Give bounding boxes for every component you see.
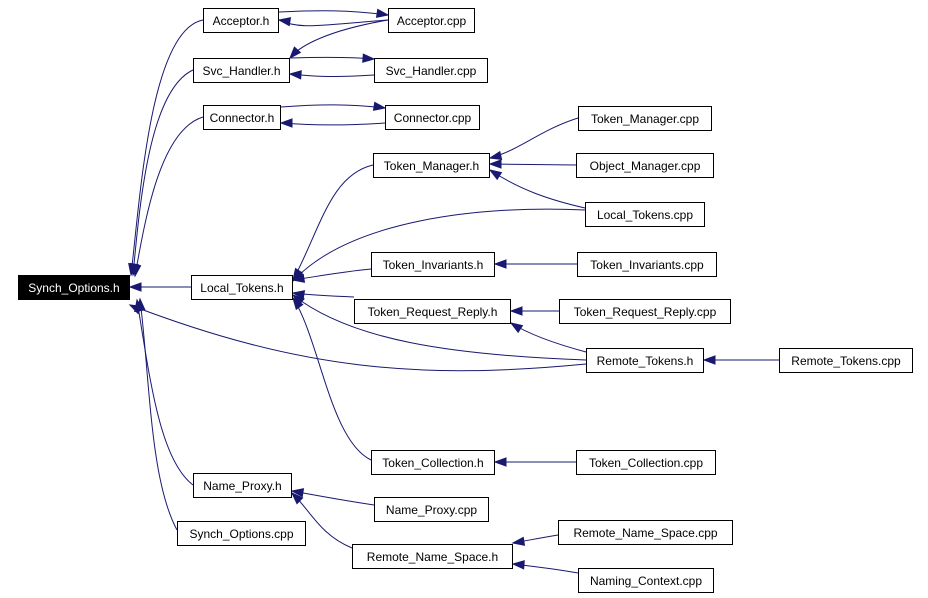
node-remote-name-space-h[interactable]: Remote_Name_Space.h [352, 544, 513, 569]
edge-connector-h-to-connector-cpp [280, 104, 386, 109]
edge-name-proxy-cpp-to-name-proxy-h-arrowhead [290, 488, 305, 498]
node-token-collection-h[interactable]: Token_Collection.h [371, 450, 495, 475]
edge-object-manager-cpp-to-token-manager-h [489, 163, 577, 166]
node-token-invariants-cpp[interactable]: Token_Invariants.cpp [577, 252, 717, 277]
edge-synch-options-cpp-to-synch-options-h [139, 298, 178, 531]
edge-local-tokens-cpp-to-token-manager-h-arrowhead [488, 169, 503, 181]
edge-naming-context-cpp-to-remote-name-space-h-arrowhead [511, 560, 525, 570]
edge-svc-handler-h-to-svc-handler-cpp-arrowhead [362, 53, 376, 63]
edge-local-tokens-h-to-synch-options-h-arrowhead [128, 282, 142, 292]
edge-connector-cpp-to-connector-h [280, 122, 386, 126]
node-token-manager-h[interactable]: Token_Manager.h [373, 153, 490, 178]
edge-remote-tokens-h-to-synch-options-h [129, 304, 587, 372]
edge-token-request-reply-cpp-to-token-request-reply-h-arrowhead [509, 306, 523, 316]
node-token-invariants-h[interactable]: Token_Invariants.h [371, 252, 495, 277]
edge-connector-h-to-synch-options-h [134, 116, 204, 277]
edge-object-manager-cpp-to-token-manager-h-arrowhead [488, 159, 502, 169]
node-naming-context-cpp[interactable]: Naming_Context.cpp [578, 568, 714, 593]
node-svc-handler-h[interactable]: Svc_Handler.h [193, 58, 290, 83]
edge-acceptor-cpp-to-svc-handler-h-arrowhead [289, 46, 302, 60]
edge-acceptor-cpp-to-acceptor-h-arrowhead [277, 17, 292, 27]
edge-token-invariants-cpp-to-token-invariants-h-arrowhead [493, 259, 507, 269]
edge-token-collection-h-to-local-tokens-h-arrowhead [292, 296, 304, 311]
node-local-tokens-h[interactable]: Local_Tokens.h [191, 275, 293, 300]
edge-remote-tokens-cpp-to-remote-tokens-h-arrowhead [702, 355, 716, 365]
edge-remote-tokens-h-to-token-request-reply-h [510, 322, 587, 353]
edge-svc-handler-h-to-svc-handler-cpp [289, 56, 375, 60]
node-object-manager-cpp[interactable]: Object_Manager.cpp [576, 153, 714, 178]
edge-svc-handler-cpp-to-svc-handler-h-arrowhead [288, 70, 302, 80]
edge-name-proxy-h-to-synch-options-h [136, 299, 194, 486]
edge-name-proxy-cpp-to-name-proxy-h [291, 490, 375, 506]
edge-synch-options-cpp-to-synch-options-h-arrowhead [136, 297, 146, 311]
edge-connector-cpp-to-connector-h-arrowhead [279, 118, 293, 128]
node-acceptor-cpp[interactable]: Acceptor.cpp [388, 8, 475, 33]
edge-acceptor-h-to-synch-options-h [130, 19, 204, 276]
node-name-proxy-cpp[interactable]: Name_Proxy.cpp [374, 497, 489, 522]
node-remote-tokens-cpp[interactable]: Remote_Tokens.cpp [779, 348, 913, 373]
edge-remote-tokens-h-to-token-request-reply-h-arrowhead [509, 322, 524, 334]
node-connector-cpp[interactable]: Connector.cpp [385, 105, 480, 130]
edge-token-manager-cpp-to-token-manager-h-arrowhead [488, 150, 503, 161]
node-remote-name-space-cpp[interactable]: Remote_Name_Space.cpp [558, 520, 733, 545]
edge-token-manager-cpp-to-token-manager-h [489, 117, 579, 159]
node-acceptor-h[interactable]: Acceptor.h [203, 8, 279, 33]
edge-acceptor-h-to-acceptor-cpp [278, 10, 389, 16]
node-connector-h[interactable]: Connector.h [203, 105, 281, 130]
edge-svc-handler-cpp-to-svc-handler-h [289, 73, 375, 78]
node-token-request-reply-cpp[interactable]: Token_Request_Reply.cpp [559, 299, 731, 324]
edge-remote-name-space-h-to-name-proxy-h-arrowhead [290, 491, 304, 505]
edge-remote-tokens-h-to-local-tokens-h [292, 294, 587, 361]
node-local-tokens-cpp[interactable]: Local_Tokens.cpp [585, 202, 705, 227]
edge-connector-h-to-synch-options-h-arrowhead [132, 263, 142, 278]
node-name-proxy-h[interactable]: Name_Proxy.h [193, 473, 292, 498]
node-synch-options-h[interactable]: Synch_Options.h [18, 275, 130, 300]
edge-token-request-reply-h-to-local-tokens-h-arrowhead [291, 290, 306, 300]
edge-token-manager-h-to-local-tokens-h [292, 164, 374, 281]
edge-acceptor-h-to-acceptor-cpp-arrowhead [375, 8, 390, 18]
node-token-manager-cpp[interactable]: Token_Manager.cpp [578, 106, 712, 131]
edge-token-invariants-h-to-local-tokens-h-arrowhead [291, 273, 306, 283]
edge-token-invariants-h-to-local-tokens-h [292, 268, 372, 281]
edge-svc-handler-h-to-synch-options-h [132, 69, 194, 276]
node-token-request-reply-h[interactable]: Token_Request_Reply.h [354, 299, 511, 324]
node-token-collection-cpp[interactable]: Token_Collection.cpp [576, 450, 716, 475]
node-synch-options-cpp[interactable]: Synch_Options.cpp [177, 521, 306, 546]
edge-local-tokens-cpp-to-local-tokens-h [292, 208, 586, 282]
node-remote-tokens-h[interactable]: Remote_Tokens.h [586, 348, 704, 373]
edge-local-tokens-cpp-to-token-manager-h [489, 169, 586, 209]
edge-token-collection-cpp-to-token-collection-h-arrowhead [493, 457, 507, 467]
edge-remote-name-space-cpp-to-remote-name-space-h-arrowhead [511, 536, 526, 546]
edge-token-collection-h-to-local-tokens-h [292, 297, 372, 461]
edge-connector-h-to-connector-cpp-arrowhead [372, 101, 387, 111]
node-svc-handler-cpp[interactable]: Svc_Handler.cpp [374, 58, 488, 83]
